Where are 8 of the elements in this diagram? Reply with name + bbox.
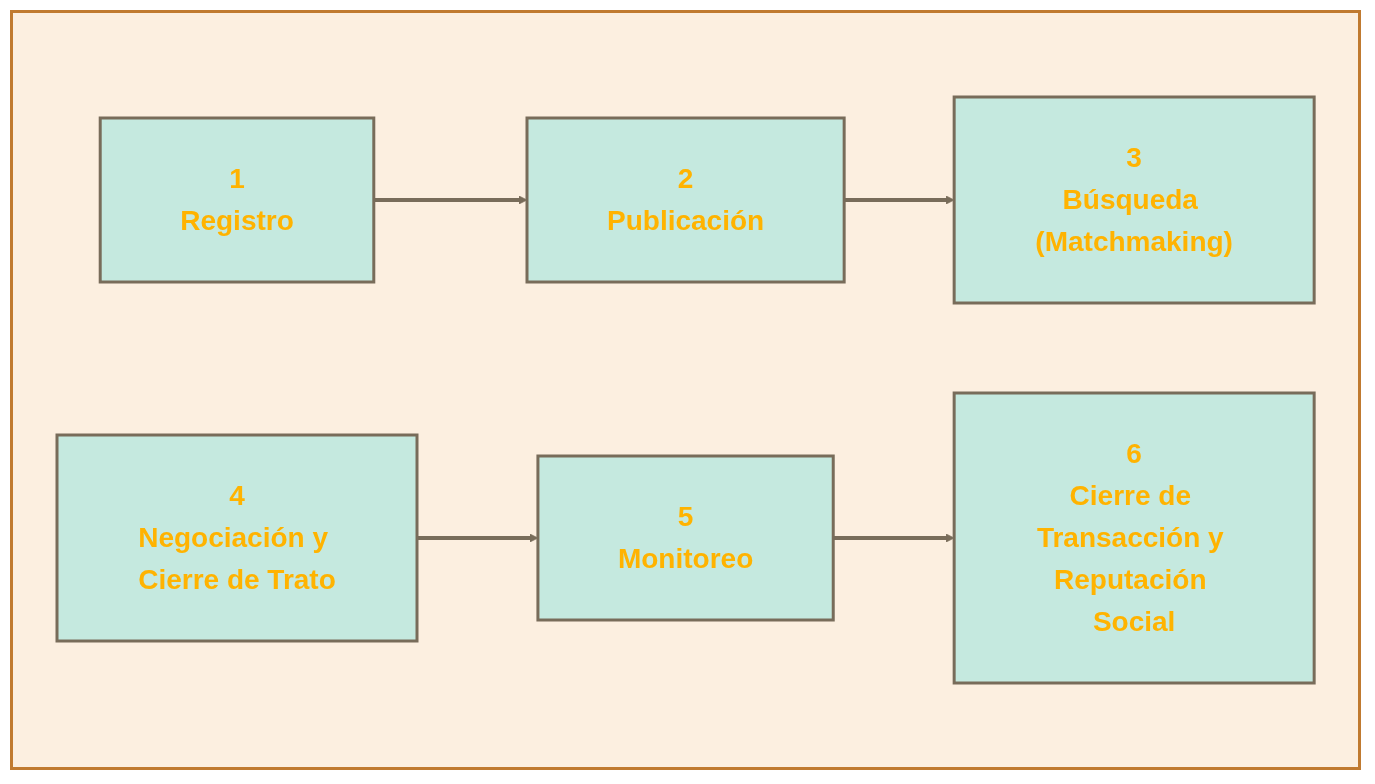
- node-box: 1 Registro: [98, 116, 376, 284]
- node-box: 2 Publicación: [525, 116, 846, 284]
- node-box: 5 Monitoreo: [536, 454, 835, 622]
- node-box: 3 Búsqueda (Matchmaking): [952, 95, 1316, 305]
- arrow: [833, 533, 955, 543]
- node-box: 6 Cierre de Transacción y Reputación Social: [952, 391, 1316, 685]
- node-box: 4 Negociación y Cierre de Trato: [55, 433, 419, 643]
- arrow: [844, 195, 955, 205]
